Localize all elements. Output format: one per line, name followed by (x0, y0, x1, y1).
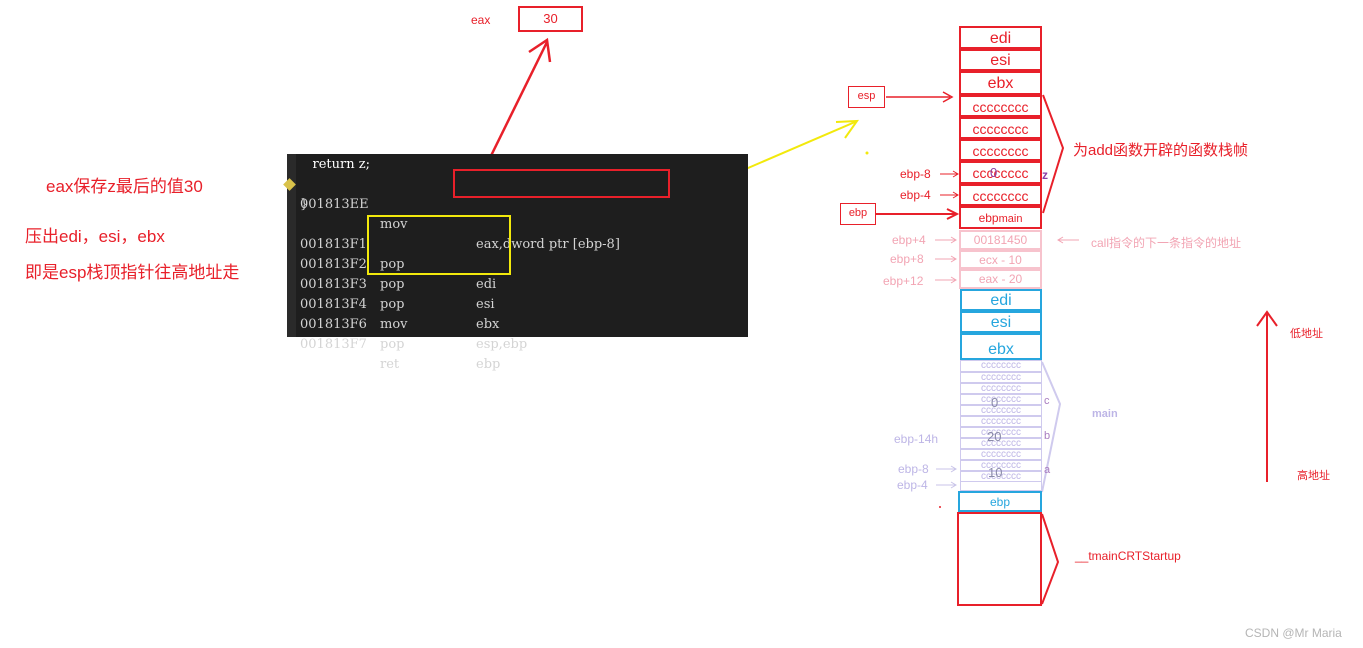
main-var-b-value: 20 (987, 429, 1002, 444)
main-fill-cell: cccccccc (960, 438, 1042, 449)
main-fill-cell: cccccccc (960, 416, 1042, 427)
code-opcode: ret (380, 357, 400, 372)
add-stack-cell: cccccccc (959, 139, 1042, 161)
disassembly-panel: return z; 001813EE mov eax,dword ptr [eb… (283, 154, 748, 372)
code-opcode: pop (380, 277, 405, 292)
code-line: 001813F4 mov esp,ebp (287, 275, 748, 352)
add-stack-cell: esi (959, 49, 1042, 71)
esp-label: esp (848, 86, 885, 108)
main-var-a-label: a (1044, 464, 1051, 476)
z-var-label: z (1042, 168, 1048, 182)
main-stack-cell: esi (960, 311, 1042, 333)
ebp-label: ebp (840, 203, 876, 225)
add-ebp-sub: main (998, 213, 1023, 225)
code-line: 001813F2 pop esi (287, 235, 748, 312)
eax-value-box: 30 (518, 6, 583, 32)
editor-gutter (287, 154, 296, 337)
add-stack-cell: ebx (959, 71, 1042, 95)
main-fill-cell: cccccccc (960, 449, 1042, 460)
main-var-a-value: 10 (988, 465, 1003, 480)
pop-highlight-box (367, 215, 511, 275)
pop-note-1: 压出edi，esi，ebx (25, 227, 165, 246)
main-fill-cell: cccccccc (960, 460, 1042, 471)
code-brace: } (300, 197, 309, 212)
main-frame-label: main (1092, 408, 1118, 420)
crt-frame-label: __tmainCRTStartup (1075, 549, 1181, 563)
pop-note-2: 即是esp栈顶指针往高地址走 (25, 263, 240, 282)
code-line: 001813F3 pop ebx (287, 255, 748, 332)
main-fill-cell: cccccccc (960, 405, 1042, 416)
code-opcode: mov (380, 317, 408, 332)
ebp-plus4-label: ebp+4 (892, 233, 926, 247)
add-stack-cell: cccccccc (959, 95, 1042, 117)
code-address: 001813EE (300, 197, 369, 212)
code-operand: ebp (476, 357, 501, 372)
main-var-c-value: 0 (991, 395, 999, 410)
ebp-minus4-label: ebp-4 (900, 188, 931, 202)
code-address: 001813F7 (300, 337, 367, 352)
code-operand: edi (476, 277, 497, 292)
code-opcode: pop (380, 337, 405, 352)
code-line: 001813EE mov eax,dword ptr [ebp-8] (287, 175, 748, 252)
main-fill-cell: cccccccc (960, 360, 1042, 372)
return-address-cell: 00181450 (959, 230, 1042, 250)
add-stack-cell: cccccccc (959, 184, 1042, 206)
ebp-plus12-label: ebp+12 (883, 274, 924, 288)
watermark: CSDN @Mr Maria (1245, 626, 1342, 640)
ebp-plus8-label: ebp+8 (890, 252, 924, 266)
mov-highlight-box (453, 169, 670, 198)
code-operand: esi (476, 297, 495, 312)
add-stack-cell: cccccccc (959, 117, 1042, 139)
add-stack-cell: cccccccc (959, 161, 1042, 184)
code-line: 001813F6 pop ebp (287, 295, 748, 372)
add-stack-cell: edi (959, 26, 1042, 49)
high-address-label: 高地址 (1297, 470, 1330, 482)
return-address-note: call指令的下一条指令的地址 (1091, 236, 1242, 250)
main-ebp-minus4-label: ebp-4 (897, 478, 928, 492)
code-address: 001813F2 (300, 257, 367, 272)
main-fill-cell: cccccccc (960, 427, 1042, 438)
code-address: 001813F4 (300, 297, 367, 312)
code-line: 001813F7 ret (287, 315, 748, 372)
add-ebp-text: ebp (978, 211, 999, 225)
main-fill-cell: cccccccc (960, 394, 1042, 405)
main-var-b-label: b (1044, 430, 1051, 442)
main-stack-cell: edi (960, 289, 1042, 311)
main-fill-cell: cccccccc (960, 471, 1042, 482)
code-opcode: pop (380, 257, 405, 272)
code-return-line: return z; (296, 157, 370, 172)
arg-cell: ecx - 10 (959, 250, 1042, 269)
code-address: 001813F3 (300, 277, 367, 292)
main-ebp-minus8-label: ebp-8 (898, 462, 929, 476)
eax-label: eax (471, 13, 491, 27)
add-ebp-cell: ebpmain (959, 206, 1042, 229)
main-var-c-label: c (1044, 395, 1050, 407)
main-stack-cell: ebx (960, 333, 1042, 360)
ebp-minus8-label: ebp-8 (900, 167, 931, 181)
main-fill-cell: cccccccc (960, 372, 1042, 383)
code-line: 001813F1 pop edi (287, 215, 748, 292)
code-operand: eax,dword ptr [ebp-8] (476, 237, 620, 252)
code-opcode: pop (380, 297, 405, 312)
arg-cell: eax - 20 (959, 269, 1042, 289)
code-address: 001813F6 (300, 317, 367, 332)
main-fill-cell (960, 482, 1042, 491)
code-address: 001813F1 (300, 237, 367, 252)
main-fill-cell: cccccccc (960, 383, 1042, 394)
crt-frame-box (957, 512, 1042, 606)
main-ebp-cell: ebp (958, 491, 1042, 512)
z-value: 0 (990, 165, 998, 180)
code-opcode: mov (380, 217, 408, 232)
ebp-minus14h-label: ebp-14h (894, 432, 939, 446)
code-operand: ebx (476, 317, 500, 332)
add-frame-brace-label: 为add函数开辟的函数栈帧 (1073, 142, 1249, 159)
code-operand: esp,ebp (476, 337, 528, 352)
eax-note: eax保存z最后的值30 (46, 177, 203, 196)
low-address-label: 低地址 (1290, 328, 1323, 340)
